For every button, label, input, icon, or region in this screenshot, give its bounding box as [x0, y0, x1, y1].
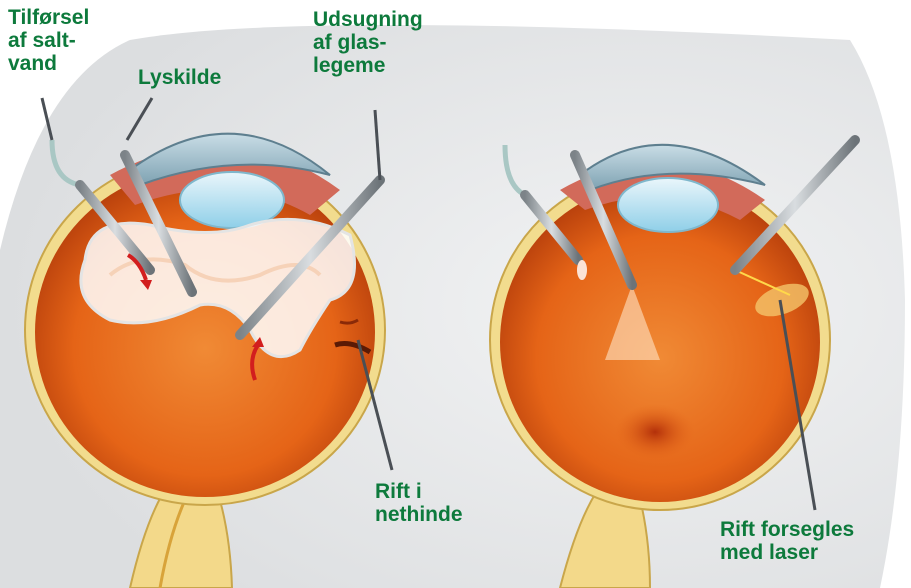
- label-saline: Tilførsel af salt- vand: [8, 6, 89, 75]
- label-retina-tear: Rift i nethinde: [375, 480, 463, 526]
- label-light-source: Lyskilde: [138, 66, 221, 89]
- label-suction: Udsugning af glas- legeme: [313, 8, 423, 77]
- lens-right: [618, 178, 718, 232]
- label-laser-seal: Rift forsegles med laser: [720, 518, 854, 564]
